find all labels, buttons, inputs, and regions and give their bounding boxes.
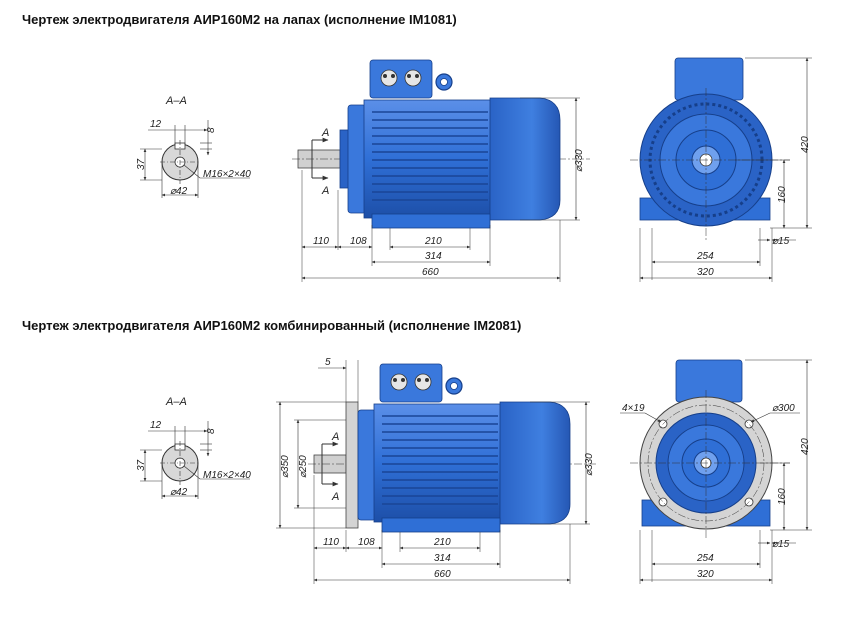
dim-5: 5 (325, 357, 331, 368)
flange-hole (658, 497, 668, 507)
dim-160: 160 (777, 488, 788, 505)
section-marker-bottom: A (321, 185, 329, 197)
dim-314: 314 (425, 251, 442, 262)
flange-hole (744, 419, 754, 429)
dim-330: ⌀330 (574, 149, 585, 172)
section-marker-top: A (331, 431, 339, 443)
dim-key-depth: 8 (206, 428, 217, 434)
section-marker-bottom: A (331, 491, 339, 503)
dim-320: 320 (697, 569, 714, 580)
front-end-shield (357, 409, 377, 521)
dim-key-depth: 8 (206, 127, 217, 133)
dim-key-width: 12 (150, 119, 162, 130)
dim-thread: M16×2×40 (203, 169, 251, 180)
front-end-shield (347, 104, 367, 214)
dim-shaft-length: 110 (313, 236, 329, 247)
section-marker-top: A (321, 127, 329, 139)
dim-350: ⌀350 (280, 455, 291, 478)
front-view-1: 420 160 ⌀15 254 320 (630, 57, 812, 282)
dim-254: 254 (696, 553, 714, 564)
dim-thread: M16×2×40 (203, 470, 251, 481)
dim-diameter: ⌀42 (170, 186, 188, 197)
dim-key-width: 12 (150, 420, 162, 431)
dim-660: 660 (434, 569, 451, 580)
dim-320: 320 (697, 267, 714, 278)
front-view-2: 4×19 ⌀300 420 160 ⌀15 254 320 (620, 359, 812, 584)
terminal-box (379, 363, 443, 403)
dim-210: 210 (424, 236, 442, 247)
dim-holes: 4×19 (622, 403, 645, 414)
dim-254: 254 (696, 251, 714, 262)
section-label: A–A (165, 396, 187, 408)
shaft (297, 149, 341, 169)
dim-160: 160 (777, 186, 788, 203)
dim-diameter: ⌀42 (170, 487, 188, 498)
dim-250: ⌀250 (298, 455, 309, 478)
dim-shaft-length: 110 (323, 537, 339, 548)
dim-108: 108 (350, 236, 367, 247)
fan-cover (499, 401, 571, 525)
dim-420: 420 (800, 136, 811, 153)
section-view-2: A–A 12 8 37 ⌀42 M16×2×40 (136, 396, 251, 499)
drawing-1-title: Чертеж электродвигателя АИР160М2 на лапа… (22, 12, 457, 27)
side-view-2: A A 5 ⌀350 ⌀250 ⌀330 110 108 210 (276, 357, 596, 584)
mounting-feet (371, 213, 491, 229)
dim-210: 210 (433, 537, 451, 548)
dim-height: 37 (136, 158, 147, 170)
section-view-1: A–A 12 8 37 ⌀42 M16×2×40 (136, 95, 251, 198)
section-label: A–A (165, 95, 187, 107)
terminal-box (369, 59, 433, 99)
dim-300: ⌀300 (772, 403, 795, 414)
side-view-1: A A ⌀330 110 108 210 314 660 (292, 59, 590, 282)
fan-cover (489, 97, 561, 221)
terminal-box-front (675, 359, 743, 403)
dim-108: 108 (358, 537, 375, 548)
dim-330: ⌀330 (584, 453, 595, 476)
dim-660: 660 (422, 267, 439, 278)
dim-height: 37 (136, 459, 147, 471)
dim-314: 314 (434, 553, 451, 564)
dim-15: ⌀15 (772, 539, 790, 550)
flange (345, 401, 359, 529)
drawing-2-title: Чертеж электродвигателя АИР160М2 комбини… (22, 318, 522, 333)
mounting-feet (381, 517, 501, 533)
dim-15: ⌀15 (772, 236, 790, 247)
dim-420: 420 (800, 438, 811, 455)
